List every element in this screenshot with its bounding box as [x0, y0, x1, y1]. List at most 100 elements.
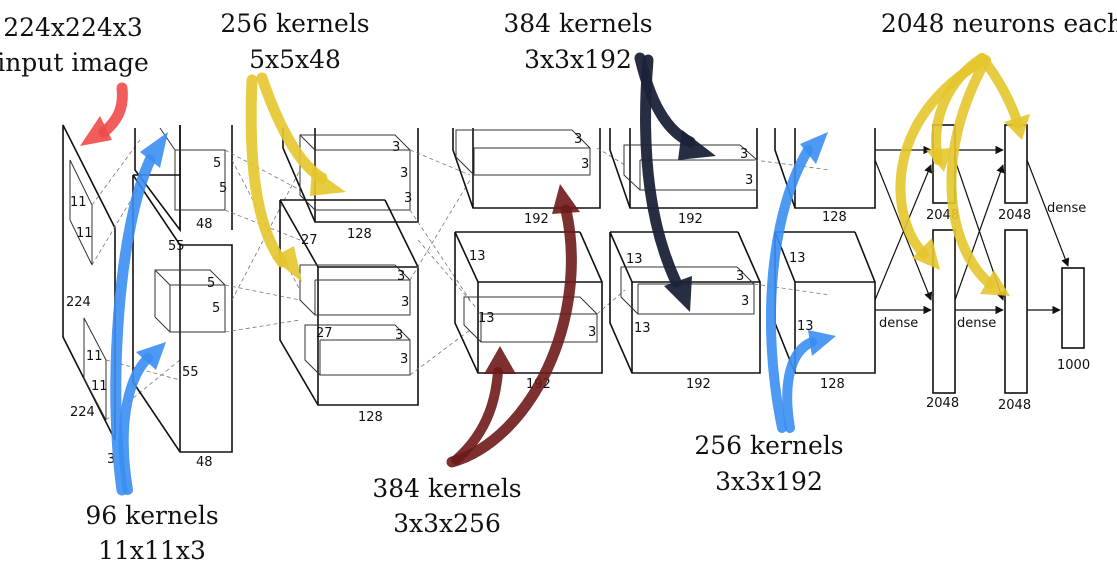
conv5-top-depth: 128: [822, 210, 847, 225]
conv2-annotation-line1: 256 kernels: [220, 9, 369, 38]
blue-arrowhead-1: [140, 132, 168, 168]
output-units: 1000: [1057, 358, 1090, 373]
dense-label-3: dense: [1047, 201, 1086, 216]
input-depth-label: 3: [107, 452, 115, 467]
conv1-top-kernel-b: 5: [219, 181, 227, 196]
yellow-arrow-4: [977, 53, 1023, 129]
input-kernel-label-3: 11: [86, 349, 103, 364]
conv4-size-label: 13: [626, 252, 643, 267]
conv2-top-depth: 128: [347, 227, 372, 242]
fc2-top-units: 2048: [998, 208, 1031, 223]
conv1-bottom-kernel-a: 5: [207, 276, 215, 291]
navy-arrow-2: [640, 54, 682, 288]
input-kernel-label-2: 11: [76, 226, 93, 241]
conv2-bottom-depth: 128: [358, 410, 383, 425]
conv3-annotation-line1: 384 kernels: [372, 474, 521, 503]
conv4-size-label-2: 13: [634, 321, 651, 336]
yellow-arrowhead-5: [912, 238, 940, 270]
fc1-bottom-units: 2048: [926, 396, 959, 411]
conv2-bottom-kernel-b: 3: [401, 295, 409, 310]
conv3-size-label-2: 13: [478, 311, 495, 326]
conv5-size-label: 13: [789, 251, 806, 266]
yellow-arrow-2: [245, 74, 288, 268]
blue-arrow-4: [782, 337, 817, 433]
conv5-size-label-2: 13: [797, 319, 814, 334]
yellow-arrowhead-6: [980, 270, 1010, 296]
conv4-annotation-line2: 3x3x192: [524, 45, 632, 74]
yellow-arrowhead-2: [272, 246, 302, 282]
yellow-arrow-6: [946, 55, 995, 289]
conv2-annotation-line2: 5x5x48: [249, 45, 341, 74]
input-annotation-line1: 224x224x3: [3, 13, 143, 42]
input-size-label: 224: [66, 295, 91, 310]
blue-arrow-3: [765, 145, 813, 433]
conv1-top-kernel-a: 5: [213, 156, 221, 171]
conv3-annotation-line2: 3x3x256: [393, 509, 501, 538]
conv4-annotation-line1: 384 kernels: [503, 9, 652, 38]
conv1-size-label-2: 55: [182, 365, 199, 380]
maroon-arrowhead-2: [484, 346, 516, 374]
conv4-bottom-depth: 192: [686, 377, 711, 392]
conv4-bottom-kernel-a: 3: [736, 269, 744, 284]
conv5-annotation-line2: 3x3x192: [715, 467, 823, 496]
conv1-top-depth: 48: [196, 217, 213, 232]
conv2-bottom-kernel-a: 3: [397, 269, 405, 284]
conv1-block: 5 5 48 5 5 55 55 48: [132, 125, 301, 470]
input-kernel-label-1: 11: [70, 195, 87, 210]
maroon-arrowhead-1: [552, 184, 580, 214]
conv3-block: 3 3 192 13 13 3 192: [452, 128, 626, 392]
blue-arrow-2: [118, 353, 153, 495]
blue-arrowhead-4: [808, 330, 836, 356]
conv4-top-kernel-a: 3: [740, 147, 748, 162]
yellow-arrow-5: [895, 55, 989, 259]
conv2-top-kernel-a: 3: [392, 140, 400, 155]
conv3-bottom-kernel: 3: [588, 325, 596, 340]
dense-label-1: dense: [879, 316, 918, 331]
navy-arrowhead-1: [678, 130, 716, 160]
input-annotation-line2: input image: [0, 48, 149, 77]
fc2-bottom-bar: [1004, 229, 1028, 394]
maroon-arrow-1: [446, 204, 577, 468]
fc-layers: 2048 2048 2048 2048 1000 dense dense den…: [874, 124, 1090, 413]
annotation-labels: 224x224x3 input image 256 kernels 5x5x48…: [0, 9, 1117, 565]
fc2-top-bar: [1004, 124, 1028, 204]
input-size-bottom-label: 224: [70, 405, 95, 420]
conv3-top-depth: 192: [524, 212, 549, 227]
conv4-block: 3 3 192 13 13 3 3 192: [609, 128, 831, 392]
conv2-top-kernel-c: 3: [404, 191, 412, 206]
conv3-size-label: 13: [469, 249, 486, 264]
conv3-top-kernel-a: 3: [574, 132, 582, 147]
blue-arrow-1: [110, 154, 156, 496]
blue-arrowhead-3: [800, 132, 828, 164]
conv4-top-kernel-b: 3: [745, 173, 753, 188]
yellow-arrowhead-4: [1004, 114, 1030, 140]
conv2-size-label-2: 27: [316, 326, 333, 341]
conv2-top-kernel-b: 3: [400, 166, 408, 181]
fc1-bottom-bar: [932, 229, 956, 394]
yellow-arrowhead-3: [926, 148, 952, 172]
conv2-bottom-kernel-c: 3: [395, 328, 403, 343]
conv5-annotation-line1: 256 kernels: [694, 431, 843, 460]
conv1-bottom-depth: 48: [196, 455, 213, 470]
fc2-bottom-units: 2048: [998, 398, 1031, 413]
annotation-arrows: [80, 52, 1030, 496]
red-arrow: [98, 82, 128, 138]
yellow-arrow-1: [256, 72, 328, 184]
conv1-annotation-line2: 11x11x3: [98, 536, 206, 565]
input-kernel-label-4: 11: [91, 379, 108, 394]
fc-annotation: 2048 neurons each: [881, 9, 1117, 38]
conv1-bottom-kernel-b: 5: [212, 301, 220, 316]
conv5-block: 128 13 13 128: [774, 128, 876, 392]
navy-arrowhead-2: [664, 276, 692, 312]
conv4-bottom-kernel-b: 3: [741, 294, 749, 309]
yellow-arrowhead-1: [310, 168, 346, 196]
conv4-top-depth: 192: [678, 212, 703, 227]
maroon-arrow-2: [451, 367, 503, 465]
conv2-block: 3 3 3 128 27 27 3 3 3 3 128: [279, 128, 479, 425]
conv2-bottom-kernel-d: 3: [400, 352, 408, 367]
output-bar: [1061, 267, 1085, 349]
conv5-bottom-depth: 128: [820, 377, 845, 392]
conv1-size-label: 55: [168, 239, 185, 254]
red-arrowhead: [80, 116, 112, 146]
